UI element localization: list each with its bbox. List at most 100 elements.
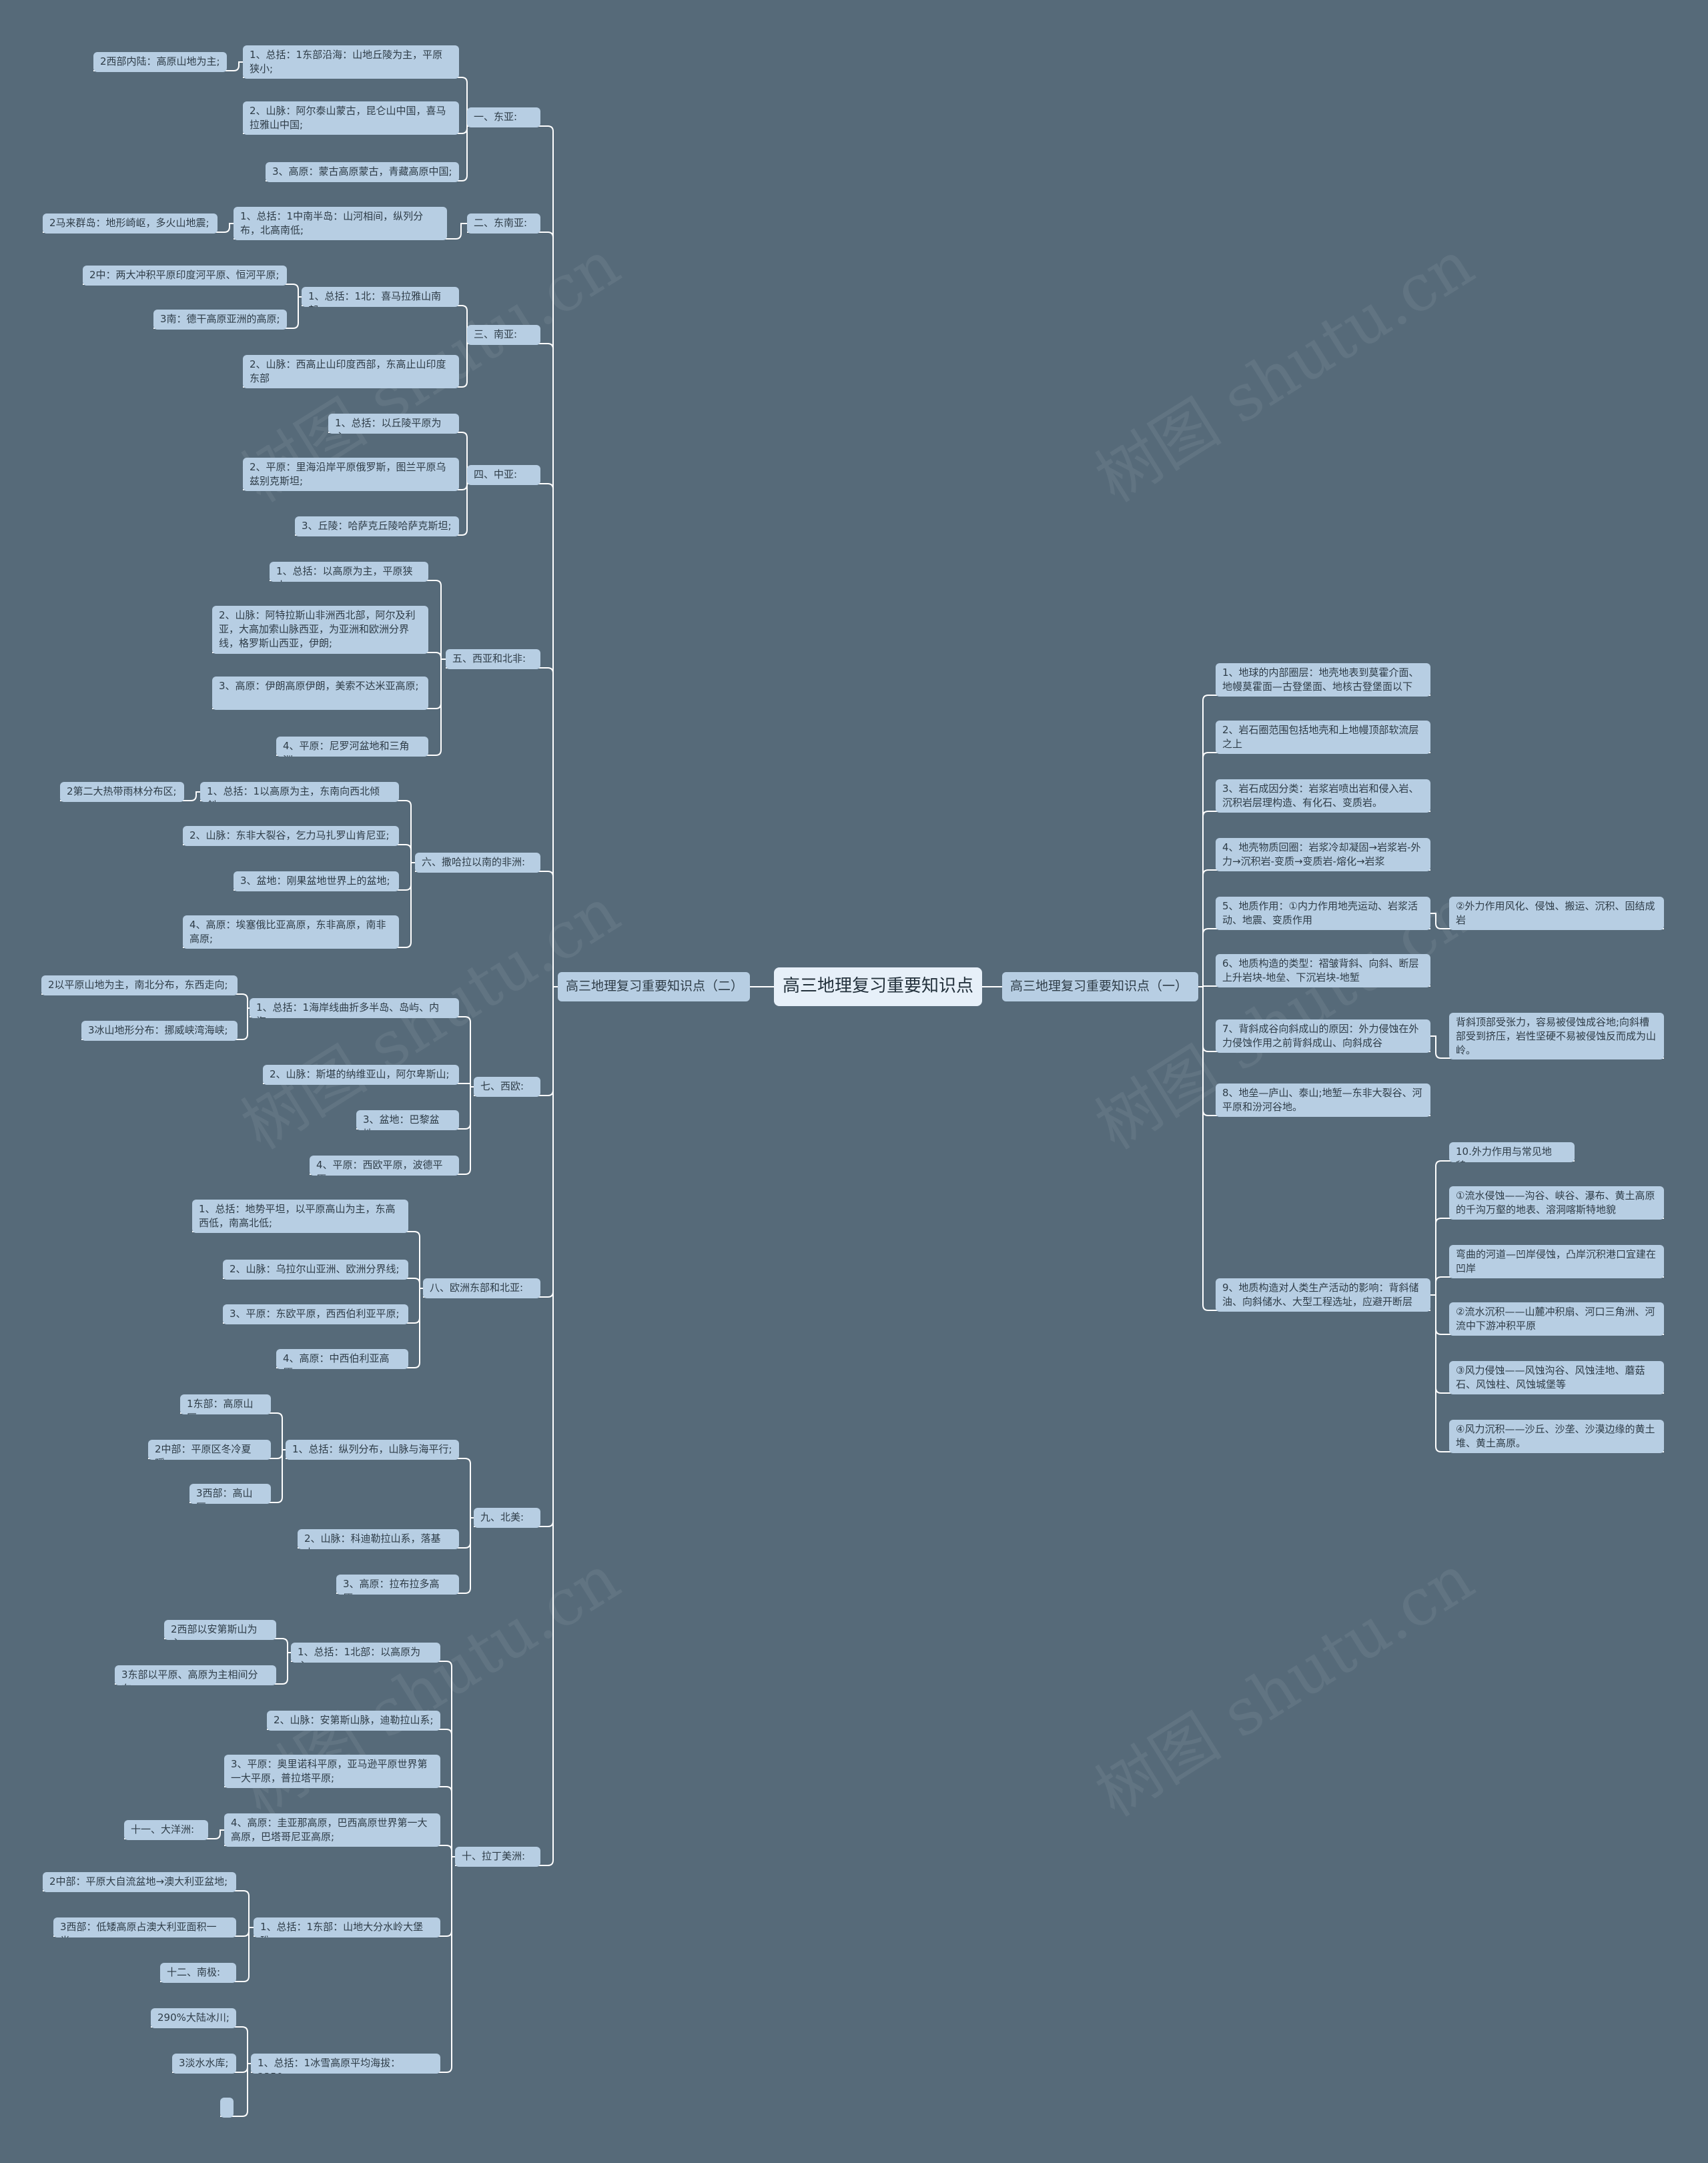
- se-asia-sub[interactable]: 2马来群岛：地形崎岖，多火山地震;: [43, 213, 218, 234]
- w-asia-item-1[interactable]: 1、总括：以高原为主，平原狭小: [270, 562, 428, 582]
- region-w-asia[interactable]: 五、西亚和北非:: [446, 649, 540, 669]
- oceania-item-1[interactable]: 1、总括：1东部：山地大分水岭大堡礁;: [254, 1917, 440, 1937]
- antarctic-sub-3[interactable]: [220, 2098, 234, 2118]
- w-europe-sub-1[interactable]: 2以平原山地为主，南北分布，东西走向;: [41, 975, 238, 995]
- right-item-9-sub-6[interactable]: ④风力沉积——沙丘、沙垄、沙漠边缘的黄土堆、黄土高原。: [1449, 1420, 1664, 1453]
- e-europe-item-3[interactable]: 3、平原：东欧平原，西西伯利亚平原;: [223, 1304, 408, 1324]
- connector: [1198, 695, 1216, 987]
- s-asia-item-2[interactable]: 2、山脉：西高止山印度西部，东高止山印度东部: [243, 355, 459, 388]
- connector: [1430, 1160, 1449, 1296]
- w-europe-sub-2[interactable]: 3冰山地形分布：挪威峡湾海峡;: [81, 1021, 238, 1041]
- w-europe-item-3[interactable]: 3、盆地：巴黎盆地;: [356, 1110, 459, 1130]
- connector: [208, 1829, 224, 1839]
- region-e-europe[interactable]: 八、欧洲东部和北亚:: [423, 1278, 540, 1298]
- connector: [1198, 752, 1216, 987]
- right-item-5-sub[interactable]: ②外力作用风化、侵蚀、搬运、沉积、固结成岩: [1449, 897, 1664, 930]
- antarctic-sub-2[interactable]: 3淡水水库;: [172, 2054, 236, 2074]
- w-asia-item-2[interactable]: 2、山脉：阿特拉斯山非洲西北部，阿尔及利亚，大高加索山脉西亚，为亚洲和欧洲分界线…: [212, 606, 428, 654]
- antarctic-item-1[interactable]: 1、总括：1冰雪高原平均海拔：2350m;: [251, 2054, 440, 2074]
- connector: [399, 844, 415, 863]
- right-item-6[interactable]: 6、地质构造的类型：褶皱背斜、向斜、断层上升岩块-地垒、下沉岩块-地堑: [1216, 954, 1430, 987]
- connector: [218, 223, 234, 233]
- c-asia-item-1[interactable]: 1、总括：以丘陵平原为主;: [328, 414, 459, 434]
- connector: [459, 475, 468, 490]
- branch-right[interactable]: 高三地理复习重要知识点（一）: [1002, 972, 1198, 1001]
- connector: [236, 1890, 254, 1928]
- s-africa-item-1[interactable]: 1、总括：1以高原为主，东南向西北倾斜;: [200, 782, 399, 802]
- oceania-sub-1[interactable]: 2中部：平原大自流盆地→澳大利亚盆地;: [43, 1872, 236, 1892]
- region-s-africa[interactable]: 六、撒哈拉以南的非洲:: [415, 853, 540, 873]
- w-europe-item-4[interactable]: 4、平原：西欧平原，波德平原: [310, 1156, 459, 1176]
- l-america-item-1[interactable]: 1、总括：1北部：以高原为主;: [291, 1643, 440, 1663]
- n-america-sub-2[interactable]: 2中部：平原区冬冷夏暖;: [148, 1440, 271, 1460]
- region-east-asia[interactable]: 一、东亚:: [467, 107, 540, 127]
- e-europe-item-4[interactable]: 4、高原：中西伯利亚高原;: [276, 1349, 408, 1369]
- s-africa-item-3[interactable]: 3、盆地：刚果盆地世界上的盆地;: [234, 871, 399, 891]
- region-s-asia[interactable]: 三、南亚:: [467, 325, 540, 345]
- right-item-9-sub-2[interactable]: ①流水侵蚀——沟谷、峡谷、瀑布、黄土高原的千沟万壑的地表、溶洞喀斯特地貌: [1449, 1186, 1664, 1220]
- east-asia-sub[interactable]: 2西部内陆：高原山地为主;: [93, 52, 227, 72]
- right-item-4[interactable]: 4、地壳物质回圈：岩浆冷却凝固→岩浆岩-外力→沉积岩-变质→变质岩-熔化→岩浆: [1216, 838, 1430, 871]
- c-asia-item-2[interactable]: 2、平原：里海沿岸平原俄罗斯，图兰平原乌兹别克斯坦;: [243, 458, 459, 491]
- east-asia-item-1[interactable]: 1、总括：1东部沿海：山地丘陵为主，平原狭小;: [243, 45, 459, 79]
- se-asia-item-1[interactable]: 1、总括：1中南半岛：山河相间，纵列分布，北高南低;: [234, 207, 447, 240]
- region-l-america[interactable]: 十、拉丁美洲:: [455, 1847, 540, 1867]
- region-w-europe[interactable]: 七、西欧:: [474, 1077, 540, 1097]
- east-asia-item-3[interactable]: 3、高原：蒙古高原蒙古，青藏高原中国;: [266, 162, 459, 182]
- region-n-america[interactable]: 九、北美:: [474, 1508, 540, 1528]
- s-africa-sub[interactable]: 2第二大热带雨林分布区;: [60, 782, 184, 802]
- n-america-sub-1[interactable]: 1东部：高原山区;: [180, 1394, 271, 1414]
- root-node[interactable]: 高三地理复习重要知识点: [774, 967, 982, 1006]
- antarctic-label[interactable]: 十二、南极:: [160, 1963, 236, 1983]
- connector: [408, 1288, 423, 1368]
- connector: [440, 1856, 455, 1937]
- n-america-sub-3[interactable]: 3西部：高山区;: [189, 1484, 271, 1504]
- right-item-9-sub-3[interactable]: 弯曲的河道—凹岸侵蚀，凸岸沉积港口宜建在凹岸: [1449, 1245, 1664, 1278]
- oceania-sub-2[interactable]: 3西部：低矮高原占澳大利亚面积一半;: [53, 1917, 236, 1937]
- connector: [236, 2063, 251, 2073]
- s-asia-item-1[interactable]: 1、总括：1北：喜马拉雅山南部;: [302, 287, 459, 307]
- w-asia-item-3[interactable]: 3、高原：伊朗高原伊朗，美索不达米亚高原;: [212, 677, 428, 710]
- n-america-item-1[interactable]: 1、总括：纵列分布，山脉与海平行;: [286, 1440, 459, 1460]
- oceania-label[interactable]: 十一、大洋洲:: [124, 1820, 208, 1840]
- connector: [459, 475, 468, 536]
- right-item-2[interactable]: 2、岩石圈范围包括地壳和上地幔顶部软流层之上: [1216, 721, 1430, 754]
- l-america-item-3[interactable]: 3、平原：奥里诺科平原，亚马逊平原世界第一大平原，普拉塔平原;: [224, 1755, 440, 1788]
- s-asia-sub-1[interactable]: 2中：两大冲积平原印度河平原、恒河平原;: [83, 266, 287, 286]
- right-item-9[interactable]: 9、地质构造对人类生产活动的影响：背斜储油、向斜储水、大型工程选址，应避开断层: [1216, 1278, 1430, 1312]
- right-item-1[interactable]: 1、地球的内部圈层：地壳地表到莫霍介面、地幔莫霍面—古登堡面、地核古登堡面以下: [1216, 663, 1430, 697]
- right-item-9-sub-1[interactable]: 10.外力作用与常见地貌：: [1449, 1142, 1575, 1162]
- l-america-item-2[interactable]: 2、山脉：安第斯山脉，迪勒拉山系;: [267, 1711, 440, 1731]
- n-america-item-3[interactable]: 3、高原：拉布拉多高原;: [336, 1575, 459, 1595]
- right-item-8[interactable]: 8、地垒—庐山、泰山;地堑—东非大裂谷、河平原和汾河谷地。: [1216, 1084, 1430, 1117]
- w-europe-item-2[interactable]: 2、山脉：斯堪的纳维亚山，阿尔卑斯山;: [263, 1065, 459, 1085]
- connector: [428, 659, 446, 709]
- s-africa-item-2[interactable]: 2、山脉：东非大裂谷，乞力马扎罗山肯尼亚;: [183, 826, 399, 846]
- s-asia-sub-2[interactable]: 3南：德干高原亚洲的高原;: [153, 310, 287, 330]
- connector: [459, 1517, 474, 1594]
- antarctic-sub-1[interactable]: 290%大陆冰川;: [151, 2008, 236, 2028]
- s-africa-item-4[interactable]: 4、高原：埃塞俄比亚高原，东非高原，南非高原;: [183, 915, 399, 949]
- region-se-asia[interactable]: 二、东南亚:: [467, 213, 540, 234]
- w-asia-item-4[interactable]: 4、平原：尼罗河盆地和三角洲;: [276, 737, 428, 757]
- l-america-item-4[interactable]: 4、高原：圭亚那高原，巴西高原世界第一大高原，巴塔哥尼亚高原;: [224, 1813, 440, 1847]
- connector: [540, 125, 558, 987]
- right-item-9-sub-4[interactable]: ②流水沉积——山麓冲积扇、河口三角洲、河流中下游冲积平原: [1449, 1302, 1664, 1336]
- connector: [459, 77, 468, 117]
- east-asia-item-2[interactable]: 2、山脉：阿尔泰山蒙古，昆仑山中国，喜马拉雅山中国;: [243, 101, 459, 135]
- connector: [459, 432, 468, 475]
- branch-left[interactable]: 高三地理复习重要知识点（二）: [558, 972, 750, 1001]
- n-america-item-2[interactable]: 2、山脉：科迪勒拉山系，落基山;: [298, 1529, 459, 1549]
- right-item-9-sub-5[interactable]: ③风力侵蚀——风蚀沟谷、风蚀洼地、蘑菇石、风蚀柱、风蚀城堡等: [1449, 1361, 1664, 1394]
- right-item-7-sub[interactable]: 背斜顶部受张力，容易被侵蚀成谷地;向斜槽部受到挤压，岩性坚硬不易被侵蚀反而成为山…: [1449, 1013, 1664, 1059]
- l-america-sub-1[interactable]: 2西部以安第斯山为主;: [164, 1620, 276, 1640]
- right-item-5[interactable]: 5、地质作用：①内力作用地壳运动、岩浆活动、地震、变质作用: [1216, 897, 1430, 930]
- c-asia-item-3[interactable]: 3、丘陵：哈萨克丘陵哈萨克斯坦;: [295, 516, 459, 536]
- w-europe-item-1[interactable]: 1、总括：1海岸线曲折多半岛、岛屿、内海;: [250, 998, 459, 1018]
- l-america-sub-2[interactable]: 3东部以平原、高原为主相间分布;: [115, 1665, 276, 1685]
- right-item-3[interactable]: 3、岩石成因分类：岩浆岩喷出岩和侵入岩、沉积岩层理构造、有化石、变质岩。: [1216, 779, 1430, 813]
- right-item-7[interactable]: 7、背斜成谷向斜成山的原因：外力侵蚀在外力侵蚀作用之前背斜成山、向斜成谷: [1216, 1019, 1430, 1053]
- region-c-asia[interactable]: 四、中亚:: [467, 465, 540, 485]
- e-europe-item-2[interactable]: 2、山脉：乌拉尔山亚洲、欧洲分界线;: [223, 1260, 408, 1280]
- e-europe-item-1[interactable]: 1、总括：地势平坦，以平原高山为主，东高西低，南高北低;: [192, 1200, 408, 1233]
